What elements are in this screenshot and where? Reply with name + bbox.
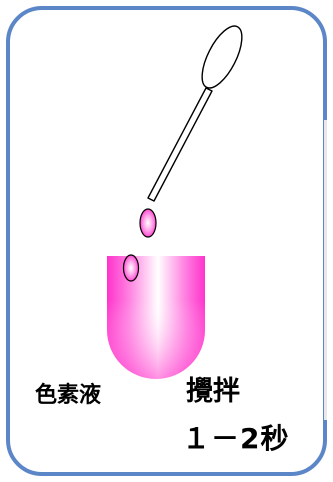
duration-label: １－2秒 [182, 422, 290, 455]
test-tube [107, 256, 205, 379]
card-frame-shadow [324, 120, 327, 420]
pipette-bulb [201, 25, 243, 89]
falling-droplet [139, 208, 157, 238]
droplet-in-tube [122, 254, 140, 282]
stir-label: 攪拌 [186, 376, 240, 407]
pipette [147, 25, 243, 202]
dye-solution-label: 色素液 [35, 383, 102, 408]
